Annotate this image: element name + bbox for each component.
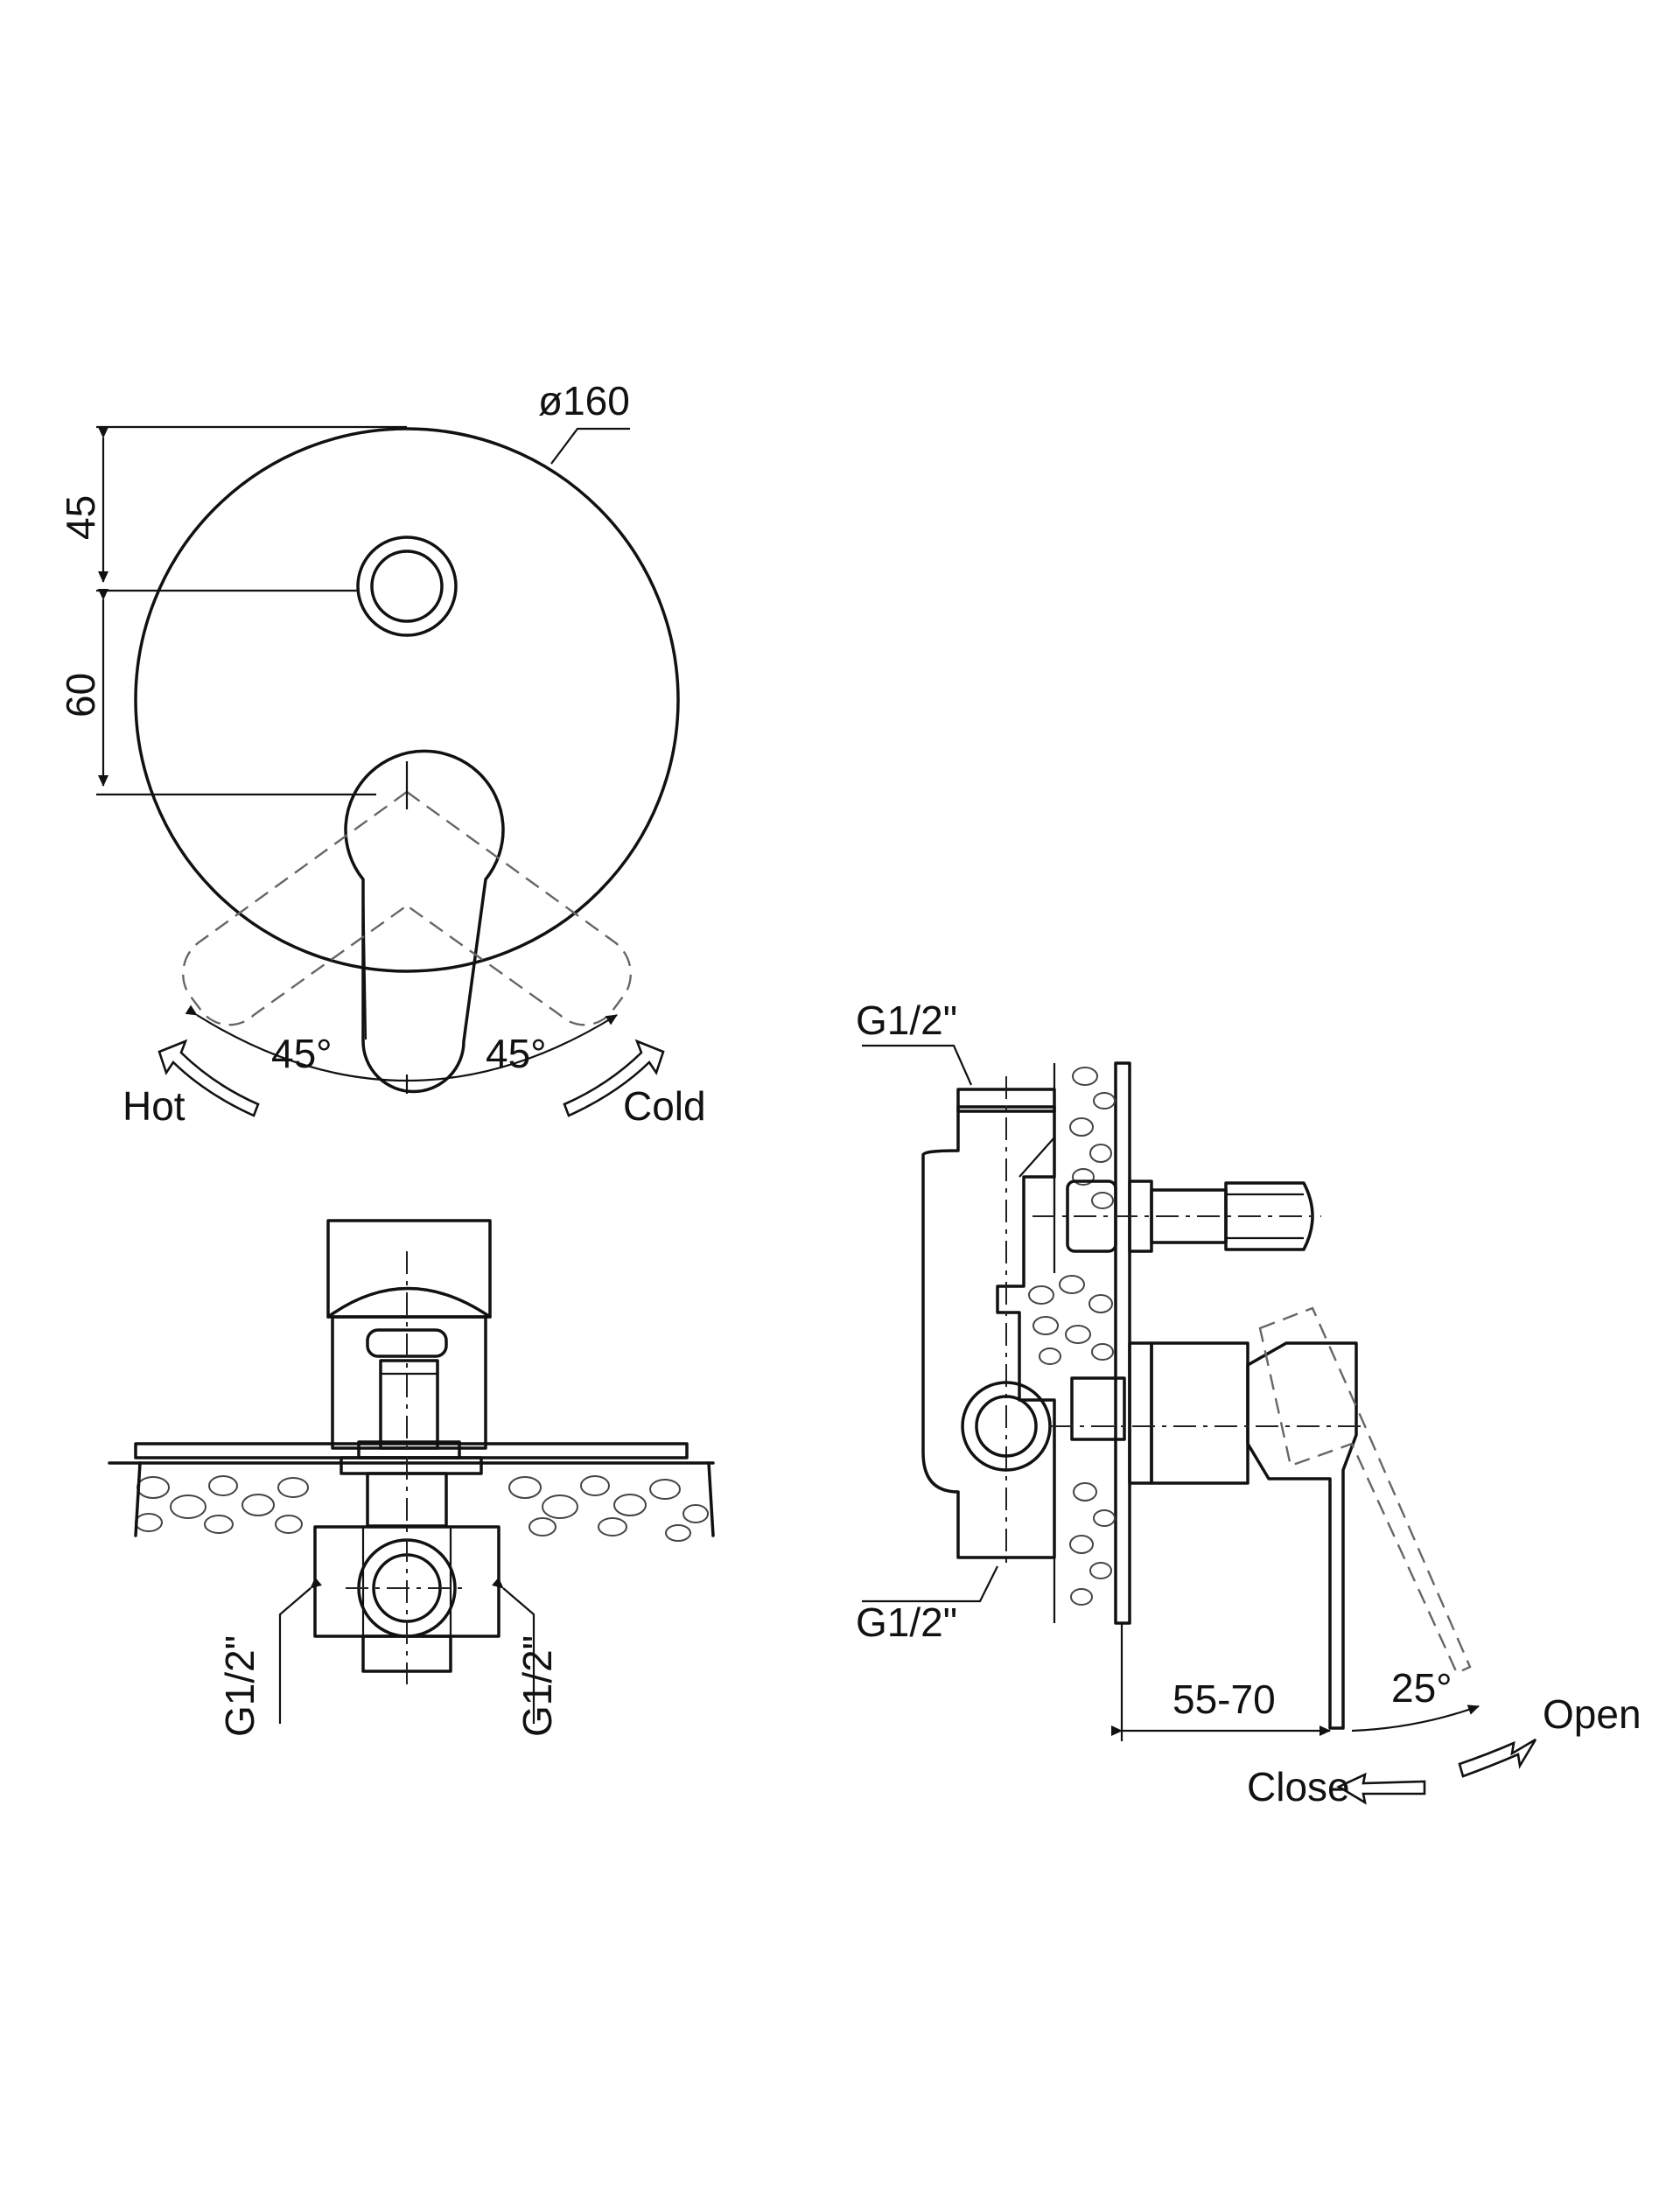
side-wall-plate — [1114, 1061, 1131, 1625]
wall-texture-side — [1028, 1067, 1116, 1606]
angle-right-label: 45° — [486, 1031, 547, 1076]
lever-open-position — [1258, 1306, 1472, 1675]
wall-texture-bottom — [135, 1475, 709, 1542]
close-label: Close — [1247, 1764, 1350, 1810]
side-lever — [1246, 1341, 1358, 1730]
mixer-lever — [344, 749, 505, 1094]
bottom-view: G1/2" G1/2" — [108, 1219, 715, 1737]
side-view: 55-70 25° Close Open G1/2" G1/2" — [856, 998, 1642, 1810]
diverter-knob-side — [1224, 1181, 1314, 1251]
angle-arc — [185, 1004, 618, 1082]
thread-top-label: G1/2" — [856, 998, 957, 1043]
depth-label: 55-70 — [1172, 1676, 1276, 1722]
lever-cold-position — [406, 791, 632, 1026]
dim-top-label: 45 — [58, 495, 103, 540]
open-label: Open — [1543, 1691, 1642, 1737]
lever-cartridge — [1150, 1341, 1250, 1485]
thread-left-label: G1/2" — [217, 1635, 262, 1737]
wall-plate — [134, 1442, 689, 1460]
thread-right-label: G1/2" — [514, 1635, 560, 1737]
diameter-label: ø160 — [538, 378, 630, 424]
thread-bottom-label: G1/2" — [856, 1600, 957, 1645]
open-arrow-icon — [1458, 1738, 1537, 1778]
hot-label: Hot — [122, 1083, 186, 1129]
close-arrow-icon — [1336, 1772, 1426, 1805]
dim-mid-label: 60 — [58, 673, 103, 718]
cold-label: Cold — [623, 1083, 706, 1129]
lever-hot-position — [182, 791, 408, 1026]
cold-arrow-icon — [563, 1039, 665, 1117]
angle-left-label: 45° — [271, 1031, 332, 1076]
cover-plate — [134, 427, 680, 973]
front-view: ø160 45 60 45° 45° Hot Cold — [58, 378, 706, 1129]
side-valve-body — [921, 1105, 1056, 1559]
diverter-knob-inner — [370, 550, 444, 623]
angle-side-label: 25° — [1391, 1665, 1452, 1711]
hot-arrow-icon — [158, 1039, 260, 1117]
diverter-knob-outer — [356, 536, 458, 637]
